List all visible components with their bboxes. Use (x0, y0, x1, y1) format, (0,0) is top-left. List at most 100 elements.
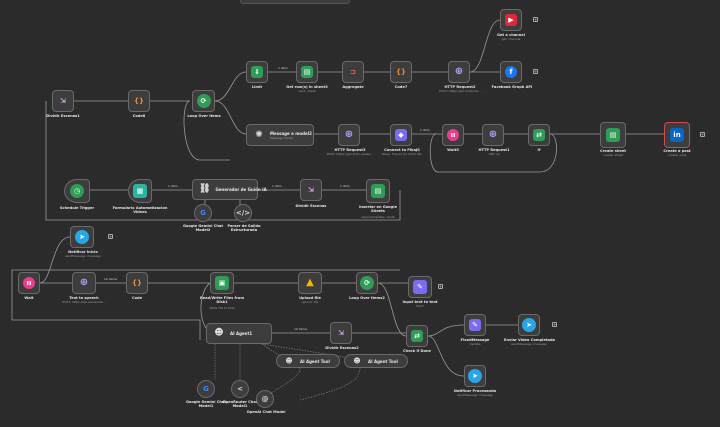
node-dividir-escenas1[interactable]: ⇲ (52, 90, 74, 112)
node-get-rows-sheet[interactable]: ▤ (296, 61, 318, 83)
label-google-gemini-model2: Google Gemini Chat Model2 (182, 224, 224, 233)
node-http-request2[interactable]: ⊕ (448, 61, 470, 83)
node-notificar-procesando[interactable]: ➤ (464, 365, 486, 387)
edge-lower-frame (11, 283, 201, 340)
node-google-gemini-model1[interactable]: G (197, 380, 215, 398)
pen-icon: ✎ (469, 319, 481, 331)
node-http-request1[interactable]: ⊕ (482, 124, 504, 146)
node-read-write-files[interactable]: ▣ (210, 272, 234, 294)
robot-icon: ☻ (214, 328, 224, 338)
node-if[interactable]: ⇄ (528, 124, 550, 146)
node-code8[interactable]: {} (128, 90, 150, 112)
node-generador-guion[interactable]: ⛓ Generador de Guión IA (192, 179, 267, 200)
label-check-done: Check if Done (403, 349, 431, 353)
label-limit: Limit (251, 85, 263, 89)
google-drive-icon: ▲ (306, 277, 314, 288)
node-formulario[interactable]: ▦ (128, 179, 152, 203)
label-dividir-escenas1: Dividir Escenas1 (46, 114, 80, 118)
openai-icon: ✺ (255, 129, 263, 140)
telegram-icon: ➤ (468, 369, 482, 383)
add-node-button[interactable]: + (700, 132, 705, 137)
edge-loop2-check (377, 282, 407, 337)
label-create-a-post: Create a post (663, 149, 691, 153)
globe-icon: ⊕ (79, 277, 89, 288)
label-wait: Wait (24, 296, 34, 300)
add-node-button[interactable]: + (552, 322, 557, 327)
node-ai-agent-tool[interactable]: ☻ AI Agent Tool (276, 354, 340, 368)
node-code7[interactable]: {} (390, 61, 412, 83)
sub-upload-file: upload: file (301, 300, 319, 304)
node-ai-agent1[interactable]: ☻ AI Agent1 (206, 323, 272, 344)
label-facebook-graph-api: Facebook Graph API (491, 85, 533, 89)
node-http-request3[interactable]: ⊕ (338, 124, 360, 146)
add-node-button[interactable]: + (533, 17, 538, 22)
add-node-button[interactable]: + (108, 234, 113, 239)
node-code[interactable]: {} (126, 272, 148, 294)
node-text-to-speech[interactable]: ⊕ (72, 272, 96, 294)
node-google-gemini-model2[interactable]: G (194, 204, 212, 222)
node-loop-over-items2[interactable]: ⟳ (356, 272, 378, 294)
label-connect-to-pikajs: Connect to PikaJS (384, 148, 420, 152)
node-ai-agent-tool1[interactable]: ☻ AI Agent Tool (344, 354, 408, 368)
label-schedule-trigger: Schedule Trigger (59, 206, 95, 210)
node-get-a-channel[interactable]: ▶ (500, 9, 522, 31)
sub-http-request3: POST: https://api.1min.ai/api/... (326, 152, 374, 156)
facebook-icon: f (505, 66, 517, 78)
node-insertar-sheets[interactable]: ▤ (366, 179, 390, 203)
label-get-a-channel: Get a channel (497, 33, 525, 37)
label-google-gemini-model1: Google Gemini Chat Model1 (185, 400, 227, 409)
label-http-request3: HTTP Request3 (334, 148, 366, 152)
node-message-model2[interactable]: ✺ Message a model2 Message Model (246, 124, 314, 146)
node-dividir-escenas2[interactable]: ⇲ (330, 322, 352, 344)
label-if: If (537, 148, 541, 152)
clock-icon: ◷ (70, 184, 84, 198)
node-notificar-inicio[interactable]: ➤ (70, 226, 94, 248)
node-loop-over-items[interactable]: ⟳ (192, 90, 215, 112)
node-openrouter-model[interactable]: < (231, 380, 249, 398)
node-input-text-to-text[interactable]: ✎ (408, 276, 432, 298)
loop-icon: ⟳ (196, 94, 211, 108)
robot-icon: ☻ (285, 356, 293, 365)
node-openai-model[interactable]: @ (256, 390, 274, 408)
pika-icon: ◆ (395, 129, 407, 141)
label-aggregate: Aggregate (342, 85, 364, 89)
label-dividir-escenas2: Dividir Escenas2 (325, 346, 359, 350)
label-parser-salida: Parser de Salida Estructurada (227, 224, 261, 233)
add-node-button[interactable]: + (438, 284, 443, 289)
label-loop-over-items2: Loop Over Items2 (349, 296, 385, 300)
label-create-sheet: Create sheet (600, 149, 626, 153)
label-message-model2: Message a model2 (270, 130, 312, 136)
node-aggregate[interactable]: ⊐ (342, 61, 364, 83)
node-check-done[interactable]: ⇄ (406, 325, 428, 347)
sub-create-a-post: create: post (668, 153, 686, 157)
node-wait5[interactable]: ıı (442, 124, 464, 146)
node-upload-file[interactable]: ▲ (298, 272, 322, 294)
label-fixed-message: FixedMessage (460, 338, 490, 342)
globe-icon: ⊕ (344, 129, 354, 140)
edge-label-agent: 10 items (294, 327, 308, 331)
node-connect-to-pikajs[interactable]: ◆ (390, 124, 412, 146)
node-create-a-post[interactable]: in (664, 122, 690, 148)
label-read-write-files: Read/Write Files from Disk1 (199, 296, 245, 305)
node-wait[interactable]: ıı (18, 272, 40, 294)
google-sheets-icon: ▤ (301, 66, 313, 78)
node-create-sheet[interactable]: ▤ (600, 122, 626, 148)
node-facebook-graph-api[interactable]: f (500, 61, 522, 83)
node-schedule-trigger[interactable]: ◷ (64, 179, 90, 203)
label-text-to-speech: Text to speech (69, 296, 99, 300)
node-limit[interactable]: ⇓ (246, 61, 268, 83)
node-enviar-video[interactable]: ➤ (518, 314, 540, 336)
edge-label-generador: 1 item (272, 184, 282, 188)
node-fixed-message[interactable]: ✎ (464, 314, 486, 336)
pen-icon: ✎ (413, 280, 427, 294)
label-generador-guion: Generador de Guión IA (215, 187, 267, 192)
edge-label-limit: 1 item (278, 66, 288, 70)
node-parser-salida[interactable]: </> (234, 204, 252, 222)
edge-label-pika: 1 item (420, 128, 430, 132)
node-dividir-escenas[interactable]: ⇲ (300, 179, 322, 201)
edge-frame-left (45, 101, 401, 221)
add-node-button[interactable]: + (533, 69, 538, 74)
file-icon: ▣ (215, 276, 229, 290)
pause-icon: ıı (23, 277, 35, 289)
